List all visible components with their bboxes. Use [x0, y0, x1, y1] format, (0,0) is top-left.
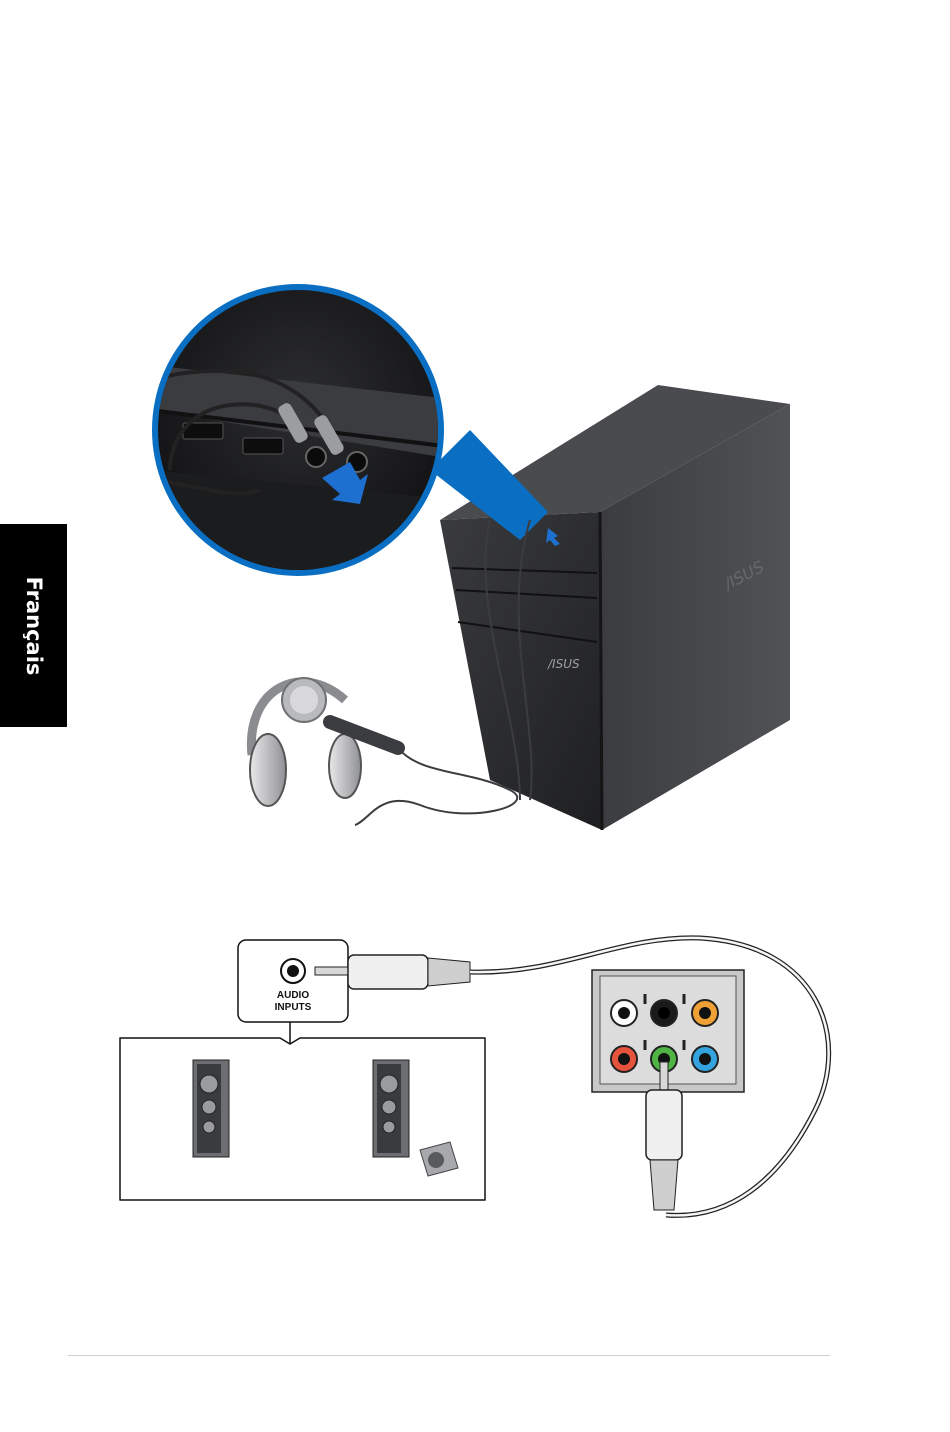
audio-inputs-label-line2: INPUTS: [250, 1002, 336, 1014]
audio-inputs-label: AUDIO INPUTS: [250, 990, 336, 1014]
brand-logo-front: /ISUS: [547, 657, 580, 671]
speaker-set-box: [120, 1022, 485, 1200]
zoom-detail-circle: [150, 280, 460, 580]
footer-divider: [68, 1355, 830, 1356]
desktop-tower: /ISUS /ISUS: [440, 385, 790, 830]
audio-inputs-label-line1: AUDIO: [250, 990, 336, 1002]
